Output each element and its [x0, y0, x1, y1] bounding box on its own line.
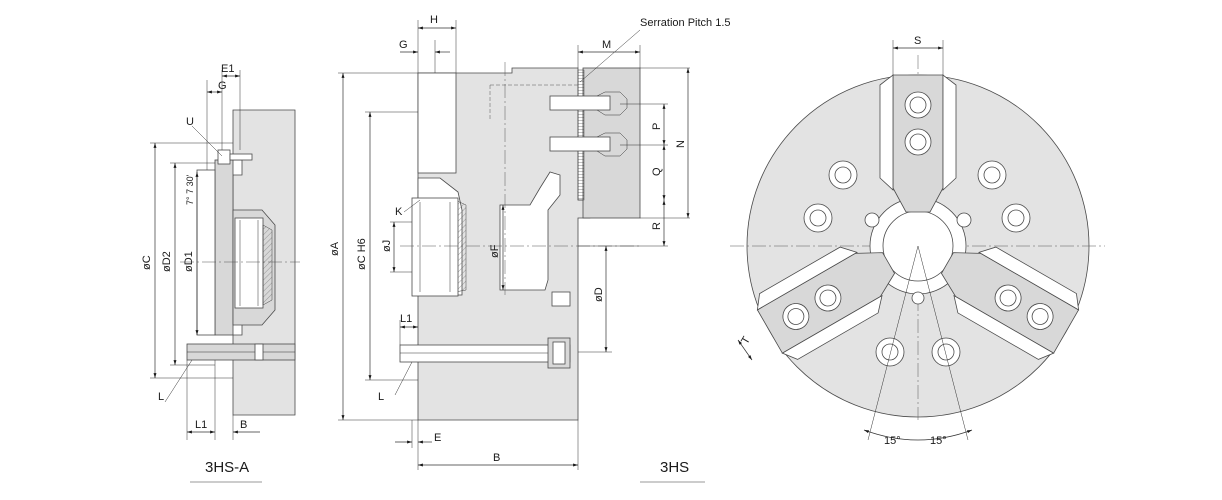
- dim-oj: øJ: [381, 240, 393, 252]
- dim-u: U: [186, 116, 194, 128]
- dim-r: R: [651, 222, 663, 230]
- view-3hs: H G Serration Pitch 1.5 M P Q R N K: [329, 14, 731, 483]
- dim-l1-mid: L1: [400, 313, 412, 325]
- dim-angle-left: 15°: [884, 435, 901, 447]
- dim-b: B: [240, 419, 247, 431]
- dim-h: H: [430, 14, 438, 26]
- dim-l1: L1: [195, 419, 207, 431]
- dim-p: P: [651, 123, 663, 130]
- dim-m: M: [602, 39, 611, 51]
- dim-oc: øC: [141, 255, 153, 270]
- dim-l-mid: L: [378, 391, 384, 403]
- dim-q: Q: [651, 167, 663, 176]
- dim-e1: E1: [221, 63, 234, 75]
- caption-3hs: 3HS: [660, 459, 689, 476]
- dim-of: øF: [489, 244, 501, 258]
- dim-g: G: [218, 80, 227, 92]
- dim-g2: G: [399, 39, 408, 51]
- dim-k: K: [395, 206, 403, 218]
- view-3hs-a: E1 G U 7° 7 30' øC øD2 øD1 L L1 B 3HS-A: [141, 63, 300, 483]
- dim-od1: øD1: [183, 251, 195, 272]
- dim-oc-h6: øC H6: [356, 238, 368, 270]
- serration-note: Serration Pitch 1.5: [640, 17, 731, 29]
- dim-angle-right: 15°: [930, 435, 947, 447]
- dim-e: E: [434, 432, 441, 444]
- dim-l: L: [158, 391, 164, 403]
- dim-oa: øA: [329, 241, 341, 256]
- dim-n: N: [675, 140, 687, 148]
- dim-od: øD: [593, 287, 605, 302]
- dim-s: S: [914, 35, 921, 47]
- dim-angle: 7° 7 30': [185, 174, 195, 205]
- dim-od2: øD2: [161, 251, 173, 272]
- caption-3hs-a: 3HS-A: [205, 459, 249, 476]
- dim-b-mid: B: [493, 452, 500, 464]
- view-front: S T 15° 15°: [730, 35, 1105, 447]
